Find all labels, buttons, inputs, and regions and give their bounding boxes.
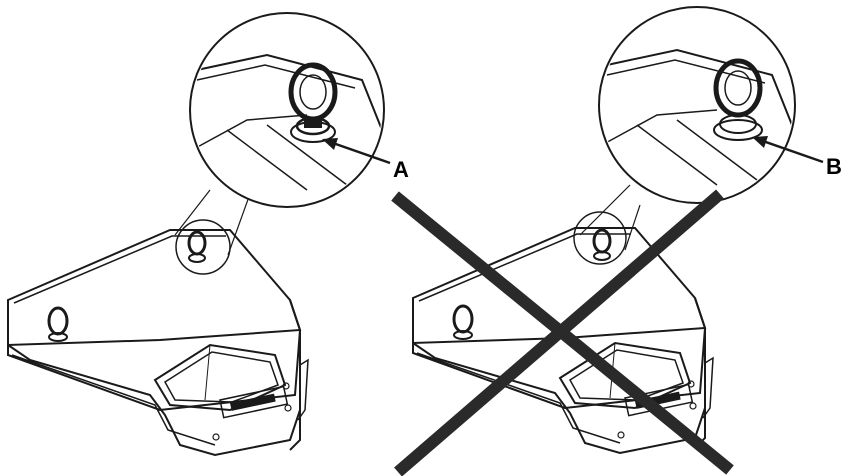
right-magnifier-bubble (573, 6, 824, 265)
callout-label-a: A (393, 157, 409, 182)
left-magnifier-bubble (174, 12, 391, 275)
prohibited-cross-mark (391, 189, 734, 476)
left-speaker-cabinet (6, 228, 310, 457)
callout-label-b: B (826, 154, 842, 179)
